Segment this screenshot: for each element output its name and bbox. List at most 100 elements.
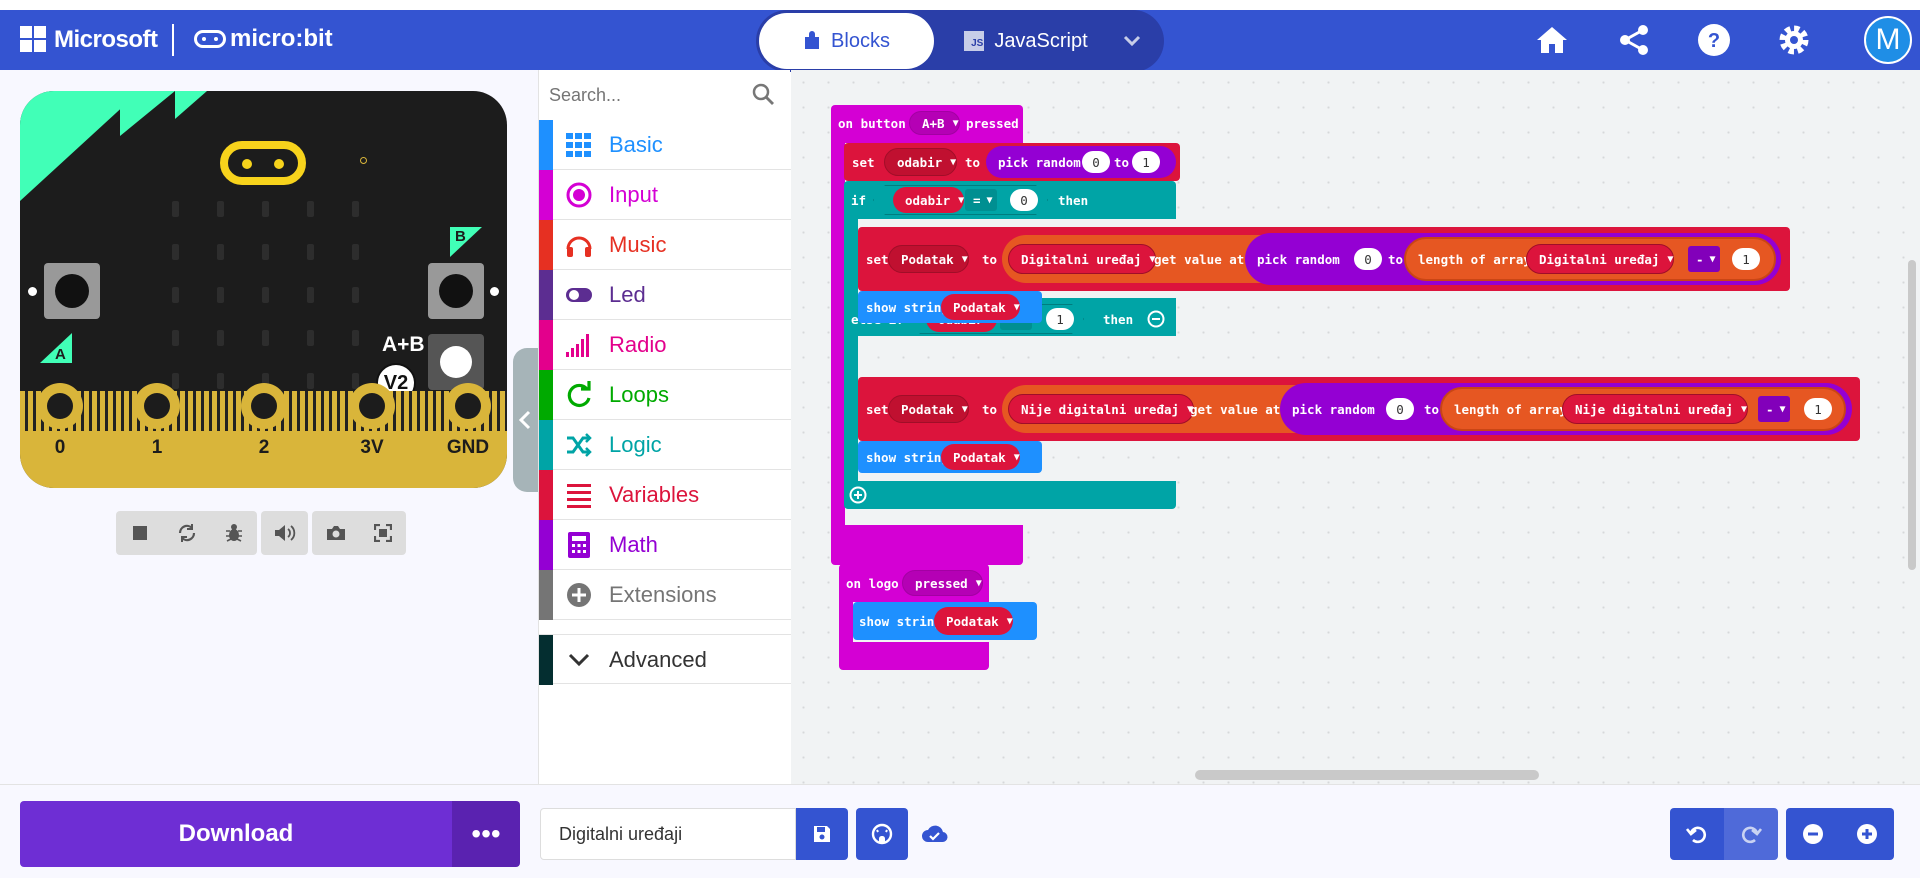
tab-blocks[interactable]: Blocks (759, 13, 934, 69)
category-music[interactable]: Music (539, 220, 791, 270)
save-button[interactable] (796, 808, 848, 860)
home-icon[interactable] (1534, 22, 1570, 58)
download-options-button[interactable]: ••• (452, 801, 520, 867)
set-variable-block[interactable]: set Podatak▼ to Nije digitalni uređaj▼ g… (858, 377, 1860, 441)
category-advanced[interactable]: Advanced (539, 634, 791, 685)
pick-random-label: pick random (1292, 401, 1375, 417)
category-radio[interactable]: Radio (539, 320, 791, 370)
dropdown-arrow-icon: ▼ (975, 577, 982, 589)
editor-mode-toggle: Blocks JS JavaScript (756, 10, 1164, 72)
zoom-out-button[interactable] (1786, 808, 1840, 860)
download-button[interactable]: Download (20, 801, 452, 867)
button-ab[interactable] (428, 334, 484, 390)
sound-icon[interactable] (261, 511, 308, 555)
category-led[interactable]: Led (539, 270, 791, 320)
tab-javascript[interactable]: JS JavaScript (946, 13, 1106, 69)
variable-dropdown[interactable]: Podatak▼ (888, 395, 969, 423)
dropdown-arrow-icon: ▼ (1013, 451, 1020, 463)
variable-dropdown[interactable]: odabir▼ (884, 148, 958, 176)
fullscreen-icon[interactable] (359, 511, 406, 555)
settings-icon[interactable] (1776, 22, 1812, 58)
button-ab-label: A+B (382, 333, 425, 356)
category-label: Logic (609, 432, 662, 457)
debug-icon[interactable] (210, 511, 257, 555)
pin-label: 1 (151, 437, 163, 458)
pin-2[interactable]: 2 (238, 383, 290, 488)
operator-dropdown[interactable]: -▼ (1758, 396, 1790, 422)
block-workspace[interactable]: on button A+B▼ pressed set odabir▼ to pi… (791, 70, 1920, 784)
touch-logo[interactable] (220, 141, 306, 185)
microbit-logo-icon (194, 30, 226, 48)
pin-gnd[interactable]: GND (442, 383, 494, 488)
operator-dropdown[interactable]: -▼ (1688, 246, 1720, 272)
number-input[interactable]: 0 (1082, 151, 1110, 173)
horizontal-scrollbar[interactable] (1195, 770, 1539, 780)
category-input[interactable]: Input (539, 170, 791, 220)
category-variables[interactable]: Variables (539, 470, 791, 520)
zoom-in-button[interactable] (1840, 808, 1894, 860)
toolbox-search (539, 70, 791, 120)
user-avatar[interactable]: M (1864, 16, 1912, 64)
pin-0[interactable]: 0 (34, 383, 86, 488)
variable-reporter[interactable]: Podatak▼ (941, 444, 1020, 470)
undo-button[interactable] (1670, 808, 1724, 860)
add-branch-icon[interactable] (849, 486, 867, 504)
button-a[interactable] (44, 263, 100, 319)
array-variable-reporter[interactable]: Nije digitalni uređaj▼ (1562, 394, 1749, 424)
restart-icon[interactable] (163, 511, 210, 555)
cloud-icon[interactable] (920, 820, 950, 846)
number-input[interactable]: 0 (1386, 398, 1414, 420)
category-loops[interactable]: Loops (539, 370, 791, 420)
number-input[interactable]: 0 (1354, 248, 1382, 270)
redo-button[interactable] (1724, 808, 1778, 860)
variable-reporter[interactable]: Podatak▼ (934, 607, 1013, 635)
collapse-simulator-button[interactable] (513, 348, 539, 492)
show-string-block[interactable]: show string Podatak▼ (858, 441, 1042, 473)
on-logo-pressed-block[interactable]: on logo pressed▼ (839, 564, 989, 670)
number-input[interactable]: 1 (1132, 151, 1160, 173)
category-logic[interactable]: Logic (539, 420, 791, 470)
search-icon[interactable] (751, 82, 775, 106)
array-name: Digitalni uređaj (1021, 251, 1142, 267)
array-variable-reporter[interactable]: Nije digitalni uređaj▼ (1008, 394, 1195, 424)
vertical-scrollbar[interactable] (1908, 260, 1916, 570)
operator-dropdown[interactable]: =▼ (965, 189, 997, 211)
variable-reporter[interactable]: Podatak▼ (941, 294, 1020, 320)
on-button-pressed-block[interactable]: on button A+B▼ pressed (831, 105, 1031, 565)
number-input[interactable]: 1 (1732, 248, 1760, 270)
button-dropdown[interactable]: A+B▼ (909, 111, 960, 135)
category-label: Variables (609, 482, 700, 507)
button-b[interactable] (428, 263, 484, 319)
category-math[interactable]: Math (539, 520, 791, 570)
array-variable-reporter[interactable]: Digitalni uređaj▼ (1008, 244, 1157, 274)
set-variable-block[interactable]: set odabir▼ to pick random 0 to 1 (844, 143, 1180, 181)
search-input[interactable] (549, 78, 749, 112)
number-input[interactable]: 0 (1010, 189, 1038, 211)
category-label: Basic (609, 132, 663, 157)
remove-branch-icon[interactable] (1147, 310, 1165, 328)
screenshot-icon[interactable] (312, 511, 359, 555)
dropdown-arrow-icon: ▼ (1006, 615, 1013, 627)
number-input[interactable]: 1 (1046, 308, 1074, 330)
logo-event-dropdown[interactable]: pressed▼ (902, 570, 983, 596)
array-variable-reporter[interactable]: Digitalni uređaj▼ (1526, 244, 1675, 274)
set-variable-block[interactable]: set Podatak▼ to Digitalni uređaj▼ get va… (858, 227, 1790, 291)
product-name[interactable]: micro:bit (230, 25, 333, 52)
show-string-block[interactable]: show string Podatak▼ (858, 291, 1042, 323)
help-icon[interactable]: ? (1696, 22, 1732, 58)
pin-3v[interactable]: 3V (346, 383, 398, 488)
github-button[interactable] (856, 808, 908, 860)
project-name-input[interactable]: Digitalni uređaji (540, 808, 796, 860)
dropdown-arrow-icon: ▼ (986, 194, 993, 206)
number-input[interactable]: 1 (1804, 398, 1832, 420)
category-basic[interactable]: Basic (539, 120, 791, 170)
pin-1[interactable]: 1 (131, 383, 183, 488)
variable-dropdown[interactable]: Podatak▼ (888, 245, 969, 273)
share-icon[interactable] (1616, 22, 1652, 58)
list-icon (567, 484, 591, 508)
category-extensions[interactable]: Extensions (539, 570, 791, 620)
variable-reporter[interactable]: odabir▼ (893, 187, 965, 213)
chevron-down-icon[interactable] (1120, 28, 1144, 52)
show-string-block[interactable]: show string Podatak▼ (853, 602, 1037, 640)
stop-icon[interactable] (116, 511, 163, 555)
